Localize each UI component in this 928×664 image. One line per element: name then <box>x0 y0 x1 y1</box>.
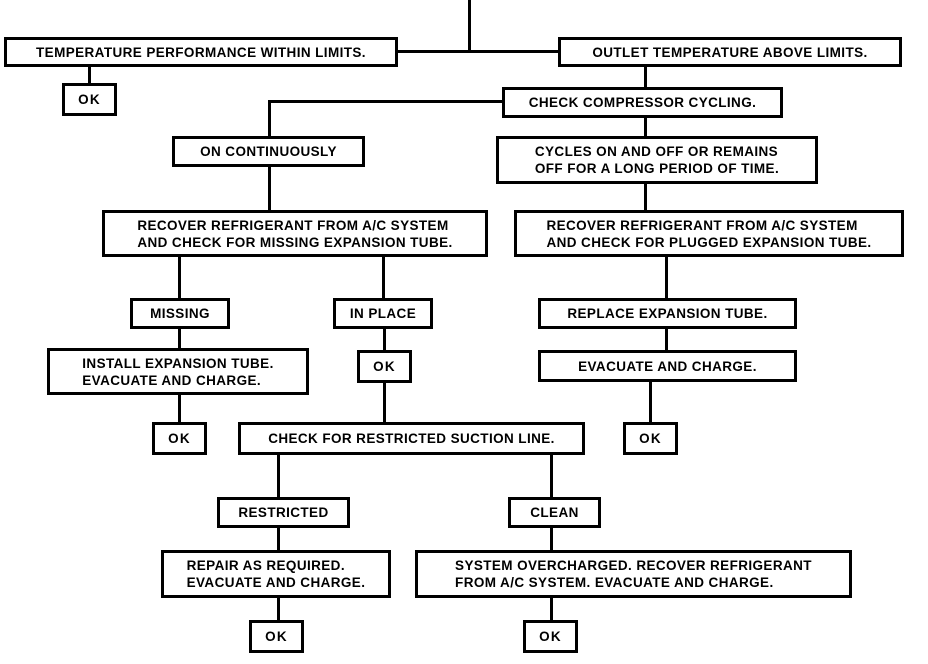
node-label: CHECK COMPRESSOR CYCLING. <box>528 95 757 110</box>
node-label: ON CONTINUOUSLY <box>200 144 337 159</box>
connector-checkrestricted-to-clean <box>550 455 553 497</box>
node-label: IN PLACE <box>349 306 417 321</box>
node-label: TEMPERATURE PERFORMANCE WITHIN LIMITS. <box>36 44 366 60</box>
node-label: OUTLET TEMPERATURE ABOVE LIMITS. <box>592 44 868 60</box>
node-restricted[interactable]: RESTRICTED <box>217 497 350 528</box>
connector-top-stub <box>468 0 471 51</box>
connector-check-to-cycles <box>644 117 647 136</box>
node-on-continuously[interactable]: ON CONTINUOUSLY <box>172 136 365 167</box>
node-label: OK <box>373 359 396 374</box>
node-label: EVACUATE AND CHARGE. <box>578 358 757 374</box>
node-label: RECOVER REFRIGERANT FROM A/C SYSTEM AND … <box>137 217 453 250</box>
node-recover-refrigerant-plugged[interactable]: RECOVER REFRIGERANT FROM A/C SYSTEM AND … <box>514 210 904 257</box>
node-replace-expansion-tube[interactable]: REPLACE EXPANSION TUBE. <box>538 298 797 329</box>
connector-restricted-to-repair <box>277 528 280 550</box>
node-install-expansion-tube[interactable]: INSTALL EXPANSION TUBE. EVACUATE AND CHA… <box>47 348 309 395</box>
node-label: REPAIR AS REQUIRED. EVACUATE AND CHARGE. <box>186 558 366 590</box>
node-label: RESTRICTED <box>238 505 329 520</box>
node-ok-6[interactable]: OK <box>523 620 578 653</box>
node-temperature-performance-within-limits[interactable]: TEMPERATURE PERFORMANCE WITHIN LIMITS. <box>4 37 398 67</box>
node-in-place[interactable]: IN PLACE <box>333 298 433 329</box>
node-ok-3[interactable]: OK <box>623 422 678 455</box>
node-recover-refrigerant-missing[interactable]: RECOVER REFRIGERANT FROM A/C SYSTEM AND … <box>102 210 488 257</box>
connector-temp-to-ok <box>88 66 91 83</box>
connector-check-left-v <box>268 100 271 136</box>
node-cycles-on-and-off[interactable]: CYCLES ON AND OFF OR REMAINS OFF FOR A L… <box>496 136 818 184</box>
node-label: MISSING <box>150 306 210 321</box>
node-outlet-temperature-above-limits[interactable]: OUTLET TEMPERATURE ABOVE LIMITS. <box>558 37 902 67</box>
node-label: OK <box>168 431 191 446</box>
node-label: CHECK FOR RESTRICTED SUCTION LINE. <box>268 431 555 446</box>
node-ok-1[interactable]: OK <box>62 83 117 116</box>
node-repair-as-required[interactable]: REPAIR AS REQUIRED. EVACUATE AND CHARGE. <box>161 550 391 598</box>
connector-repair-to-ok <box>277 598 280 620</box>
node-label: OK <box>265 629 288 644</box>
node-system-overcharged[interactable]: SYSTEM OVERCHARGED. RECOVER REFRIGERANT … <box>415 550 852 598</box>
node-label: SYSTEM OVERCHARGED. RECOVER REFRIGERANT … <box>455 558 812 590</box>
node-check-compressor-cycling[interactable]: CHECK COMPRESSOR CYCLING. <box>502 87 783 118</box>
connector-recover-to-inplace <box>382 255 385 298</box>
node-label: OK <box>78 92 101 107</box>
node-check-for-restricted-suction-line[interactable]: CHECK FOR RESTRICTED SUCTION LINE. <box>238 422 585 455</box>
connector-missing-to-install <box>178 328 181 350</box>
connector-outlet-to-check <box>644 66 647 87</box>
connector-check-left-h <box>268 100 502 103</box>
connector-checkrestricted-to-restricted <box>277 455 280 497</box>
connector-system-to-ok <box>550 598 553 620</box>
node-label: CLEAN <box>530 505 579 520</box>
connector-replace-to-evacuate <box>665 328 668 350</box>
connector-ok-to-checkrestricted <box>383 383 386 422</box>
connector-install-to-ok <box>178 394 181 422</box>
node-label: OK <box>639 431 662 446</box>
node-label: INSTALL EXPANSION TUBE. EVACUATE AND CHA… <box>82 355 274 388</box>
node-ok-5[interactable]: OK <box>249 620 304 653</box>
node-label: RECOVER REFRIGERANT FROM A/C SYSTEM AND … <box>546 217 872 250</box>
connector-clean-to-system <box>550 528 553 550</box>
node-label: REPLACE EXPANSION TUBE. <box>567 306 768 321</box>
node-evacuate-and-charge[interactable]: EVACUATE AND CHARGE. <box>538 350 797 382</box>
node-clean[interactable]: CLEAN <box>508 497 601 528</box>
node-label: OK <box>539 629 562 644</box>
connector-inplace-to-ok <box>383 328 386 350</box>
connector-recoverplug-to-replace <box>665 255 668 298</box>
connector-evacuate-to-ok <box>649 382 652 422</box>
connector-oncont-to-recover <box>268 166 271 211</box>
node-missing[interactable]: MISSING <box>130 298 230 329</box>
connector-top-bus <box>398 50 558 53</box>
node-ok-2[interactable]: OK <box>357 350 412 383</box>
connector-recover-to-missing <box>178 255 181 298</box>
connector-cycles-to-recover <box>644 183 647 211</box>
node-label: CYCLES ON AND OFF OR REMAINS OFF FOR A L… <box>534 144 780 176</box>
node-ok-4[interactable]: OK <box>152 422 207 455</box>
